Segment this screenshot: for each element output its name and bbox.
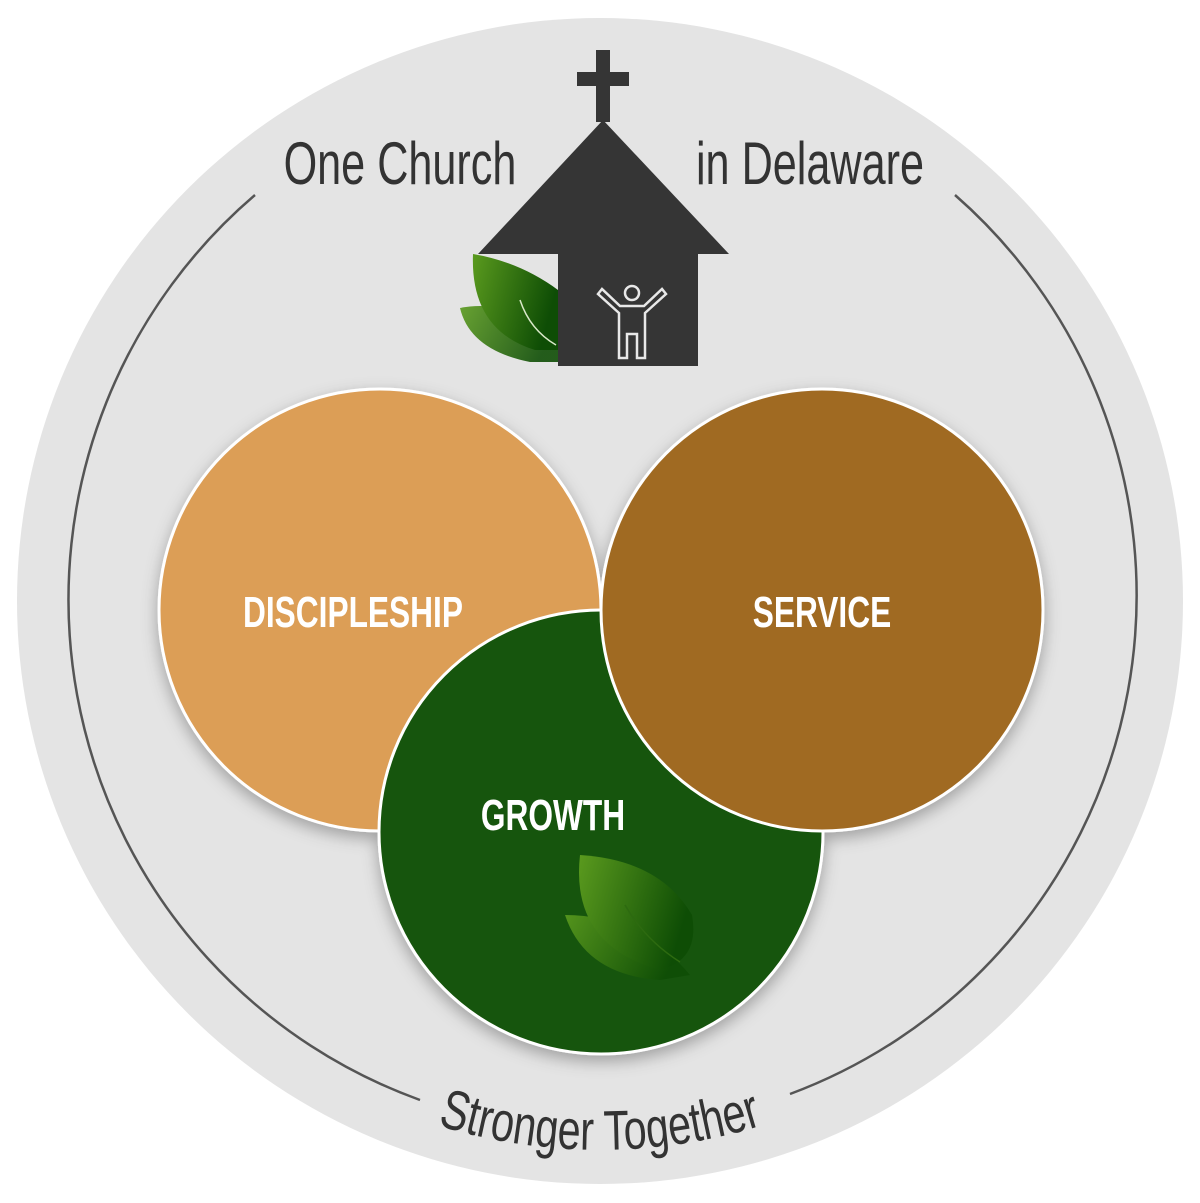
ring-right: [789, 194, 1138, 1096]
service-circle: [599, 387, 1045, 833]
leaf-icon: [565, 855, 694, 980]
service-label: SERVICE: [753, 588, 891, 637]
leaf-icon: [460, 254, 558, 362]
title-right: in Delaware: [696, 131, 924, 198]
discipleship-label: DISCIPLESHIP: [243, 588, 463, 637]
church-icon: [460, 50, 729, 366]
growth-label: GROWTH: [481, 791, 625, 840]
person-raised-arms-icon: [596, 284, 668, 360]
ring-left: [67, 194, 421, 1102]
title-left: One Church: [284, 131, 517, 198]
